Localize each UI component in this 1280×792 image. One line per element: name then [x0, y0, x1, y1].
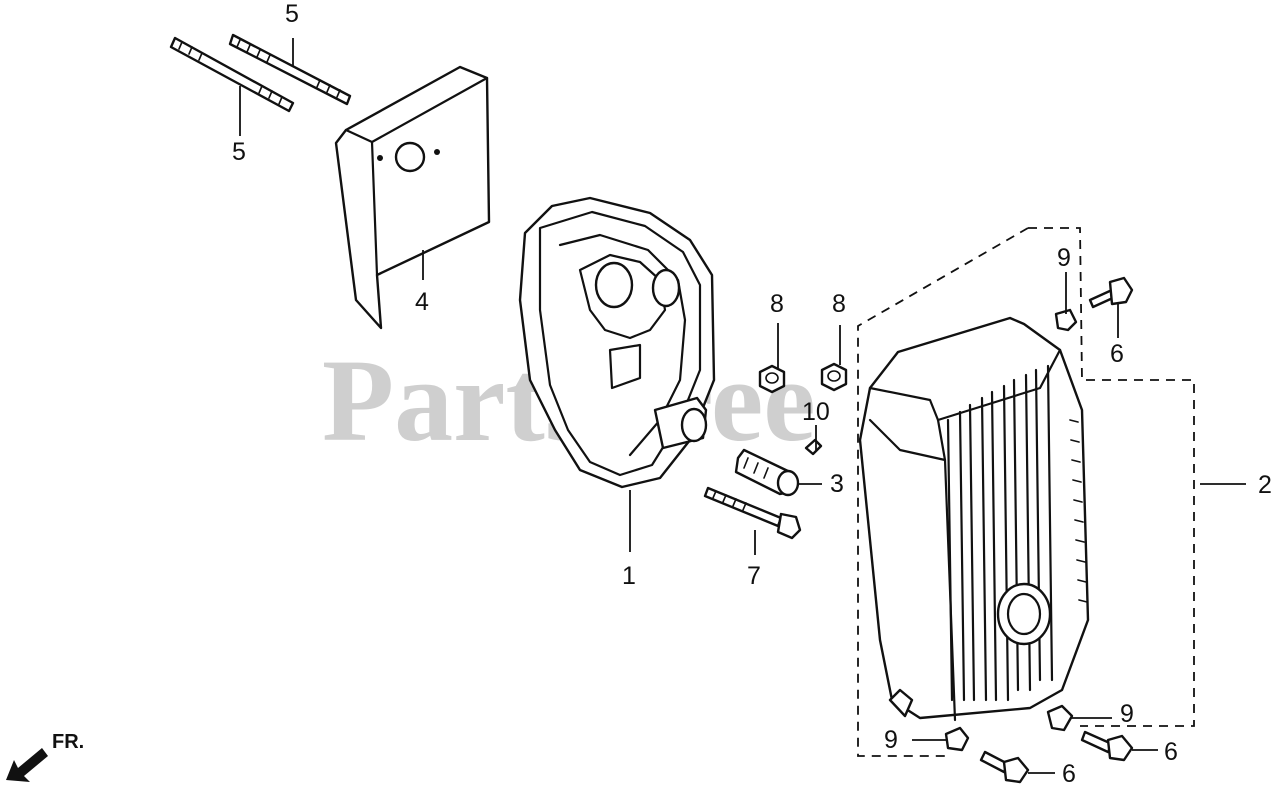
- callout-1: 1: [622, 562, 636, 590]
- leader-lines: [239, 38, 1246, 774]
- stud-bolt-lower[interactable]: [169, 36, 295, 113]
- callout-3: 3: [830, 470, 844, 498]
- callout-6-bottom-left: 6: [1062, 760, 1076, 788]
- collar-bottom-left[interactable]: [944, 726, 970, 752]
- callout-8-right: 8: [832, 290, 846, 318]
- stud-bolt-upper[interactable]: [228, 33, 352, 106]
- assembly-bracket: [857, 227, 1195, 757]
- bolt-top[interactable]: [1088, 276, 1134, 309]
- callout-5-upper: 5: [285, 0, 299, 28]
- protector-outlet: [996, 582, 1052, 646]
- callout-4: 4: [415, 288, 429, 316]
- shield-port-hole: [394, 141, 426, 173]
- callout-2: 2: [1258, 471, 1272, 499]
- callout-10: 10: [802, 398, 830, 426]
- collar-top[interactable]: [1054, 308, 1078, 332]
- callout-9-top: 9: [1057, 244, 1071, 272]
- callout-9-bottom-left: 9: [884, 726, 898, 754]
- callout-6-top: 6: [1110, 340, 1124, 368]
- screw-small[interactable]: [804, 438, 823, 456]
- bolt-bottom-right[interactable]: [1080, 730, 1134, 762]
- callout-8-left: 8: [770, 290, 784, 318]
- muffler-body[interactable]: [518, 196, 716, 489]
- callout-9-bottom-right: 9: [1120, 700, 1134, 728]
- flange-nut-left[interactable]: [758, 364, 786, 394]
- callout-6-bottom-right: 6: [1164, 738, 1178, 766]
- front-direction-marker: FR.: [6, 731, 84, 782]
- flange-nut-right[interactable]: [820, 362, 848, 392]
- heat-shield-plate[interactable]: [334, 65, 491, 330]
- spark-arrester-screen[interactable]: [734, 448, 800, 497]
- callout-5-lower: 5: [232, 138, 246, 166]
- front-label: FR.: [52, 731, 84, 753]
- callout-labels: 5 5 4 1 7 8 8 10 3 9 6 2 9 9 6 6: [232, 0, 1272, 788]
- front-arrow-icon: [6, 748, 48, 782]
- bolt-bottom-left[interactable]: [979, 750, 1030, 784]
- collar-bottom-right[interactable]: [1046, 704, 1074, 732]
- muffler-protector[interactable]: [858, 316, 1090, 722]
- muffler-bolt[interactable]: [703, 486, 802, 540]
- callout-7: 7: [747, 562, 761, 590]
